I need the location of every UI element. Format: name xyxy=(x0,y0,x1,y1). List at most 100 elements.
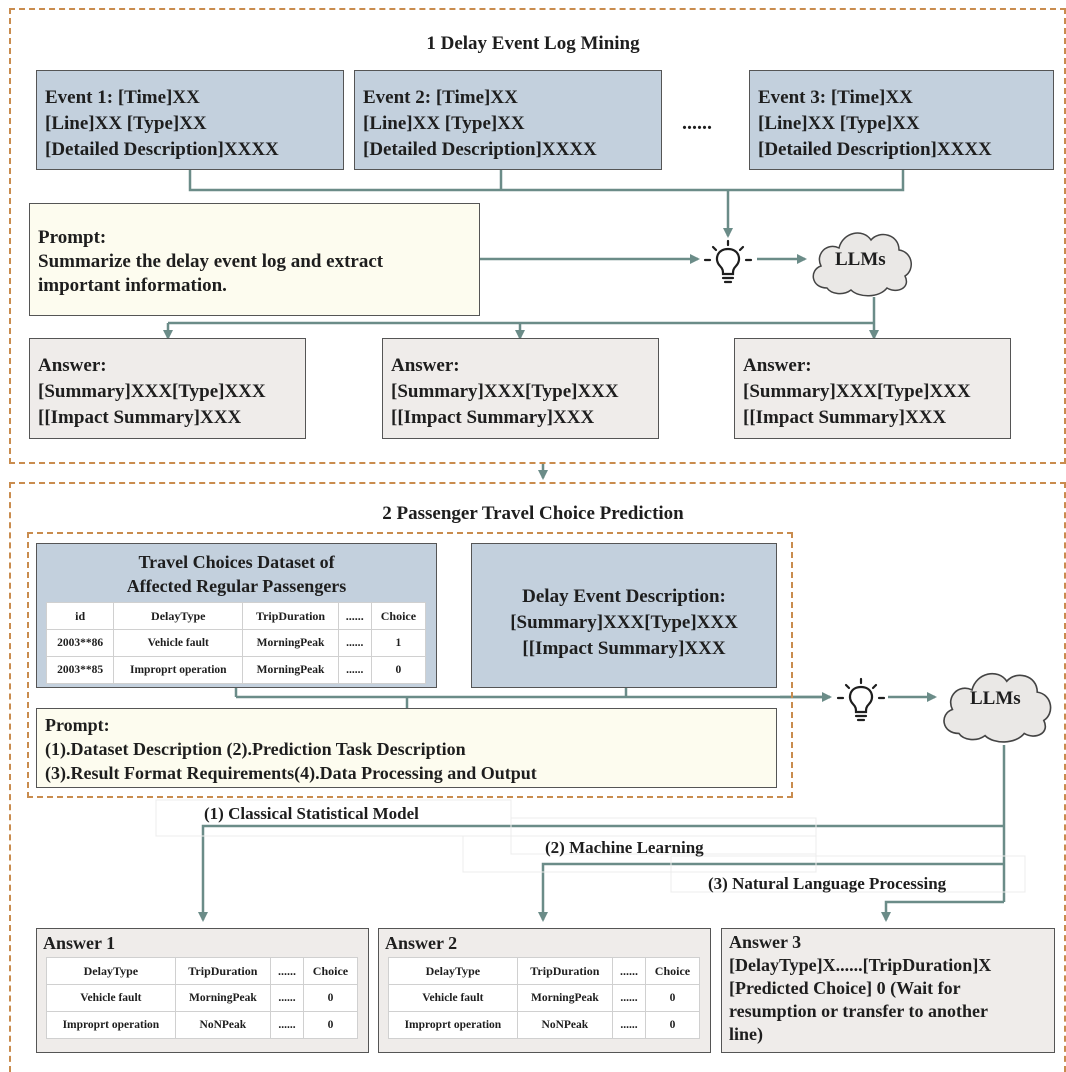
prompt-box-1: Prompt: Summarize the delay event log an… xyxy=(29,203,480,316)
event-box-2: Event 2: [Time]XX [Line]XX [Type]XX [Det… xyxy=(354,70,662,170)
table-row: 2003**86 Vehicle fault MorningPeak .....… xyxy=(45,629,427,657)
prompt1-label: Prompt: xyxy=(38,227,107,248)
event1-description: [Detailed Description]XXXX xyxy=(45,139,279,160)
cloud-icon xyxy=(943,672,1052,743)
table-header: DelayType xyxy=(388,957,518,985)
section2-title: 2 Passenger Travel Choice Prediction xyxy=(382,503,684,524)
table-cell: 0 xyxy=(644,984,701,1012)
answer2-header-row: DelayType TripDuration ...... Choice xyxy=(388,957,701,985)
event-bus-connector xyxy=(188,170,905,192)
table-cell: 1 xyxy=(370,629,427,657)
delay-description-box: Delay Event Description: [Summary]XXX[Ty… xyxy=(471,543,777,688)
table-header: TripDuration xyxy=(516,957,614,985)
route1-connector xyxy=(198,824,1004,922)
section2-border xyxy=(9,482,1066,1072)
route-label-2: (2) Machine Learning xyxy=(545,838,704,857)
table-header: DelayType xyxy=(46,957,176,985)
table-cell: MorningPeak xyxy=(174,984,272,1012)
dataset-header: DelayType xyxy=(113,602,244,630)
answer1-header-row: DelayType TripDuration ...... Choice xyxy=(46,957,359,985)
table-cell: Vehicle fault xyxy=(46,984,176,1012)
table-row: Improprt operation NoNPeak ...... 0 xyxy=(388,1011,701,1039)
answer2-table: DelayType TripDuration ...... Choice Veh… xyxy=(388,957,701,1039)
lightbulb-icon xyxy=(836,677,886,722)
dataset-header: TripDuration xyxy=(242,602,339,630)
event1-time: Event 1: [Time]XX xyxy=(45,87,200,108)
table-row: Improprt operation NoNPeak ...... 0 xyxy=(46,1011,359,1039)
table-cell: Vehicle fault xyxy=(113,629,244,657)
delay-desc-summary: [Summary]XXX[Type]XXX xyxy=(510,612,738,633)
dataset-table: id DelayType TripDuration ...... Choice … xyxy=(45,602,427,684)
answer3-line2: [Predicted Choice] 0 (Wait for xyxy=(729,978,961,998)
answer-box-2: Answer: [Summary]XXX[Type]XXX [[Impact S… xyxy=(382,338,659,439)
table-header: Choice xyxy=(644,957,701,985)
table-cell: ...... xyxy=(337,656,372,684)
table-cell: Vehicle fault xyxy=(388,984,518,1012)
answer3-impact: [[Impact Summary]XXX xyxy=(743,407,947,428)
table-cell: Improprt operation xyxy=(46,1011,176,1039)
event1-line-type: [Line]XX [Type]XX xyxy=(45,113,207,134)
prompt2-line2: (3).Result Format Requirements(4).Data P… xyxy=(45,763,537,783)
prompt2-line1: (1).Dataset Description (2).Prediction T… xyxy=(45,739,466,759)
answer3-line3: resumption or transfer to another xyxy=(729,1001,988,1021)
table-cell: 0 xyxy=(644,1011,701,1039)
route-label-3: (3) Natural Language Processing xyxy=(708,874,947,893)
route3-connector xyxy=(881,900,1004,922)
prompt-box-2: Prompt: (1).Dataset Description (2).Pred… xyxy=(36,708,777,788)
answer2-box: Answer 2 DelayType TripDuration ...... C… xyxy=(378,928,711,1053)
answer3-summary: [Summary]XXX[Type]XXX xyxy=(743,381,971,402)
table-row: 2003**85 Improprt operation MorningPeak … xyxy=(45,656,427,684)
llm-label-1: LLMs xyxy=(835,249,886,270)
table-cell: 2003**86 xyxy=(45,629,115,657)
event3-description: [Detailed Description]XXXX xyxy=(758,139,992,160)
event-box-1: Event 1: [Time]XX [Line]XX [Type]XX [Det… xyxy=(36,70,344,170)
lightbulb-icon xyxy=(703,239,753,284)
route-label-1: (1) Classical Statistical Model xyxy=(204,804,419,823)
dataset-header-row: id DelayType TripDuration ...... Choice xyxy=(45,602,427,630)
table-cell: ...... xyxy=(337,629,372,657)
events-ellipsis: ...... xyxy=(682,112,712,134)
prompt2-label: Prompt: xyxy=(45,715,110,735)
event3-time: Event 3: [Time]XX xyxy=(758,87,913,108)
event-box-3: Event 3: [Time]XX [Line]XX [Type]XX [Det… xyxy=(749,70,1054,170)
answer3-line1: [DelayType]X......[TripDuration]X xyxy=(729,955,992,975)
answer2-summary: [Summary]XXX[Type]XXX xyxy=(391,381,619,402)
answer1-summary: [Summary]XXX[Type]XXX xyxy=(38,381,266,402)
event2-description: [Detailed Description]XXXX xyxy=(363,139,597,160)
answer2-label: Answer: xyxy=(391,355,460,376)
section1-border xyxy=(9,8,1066,464)
table-cell: 0 xyxy=(370,656,427,684)
answer1-title: Answer 1 xyxy=(43,933,116,953)
table-cell: MorningPeak xyxy=(516,984,614,1012)
answer1-table: DelayType TripDuration ...... Choice Veh… xyxy=(46,957,359,1039)
table-cell: ...... xyxy=(612,1011,646,1039)
route2-connector xyxy=(538,862,1004,922)
table-cell: MorningPeak xyxy=(242,656,339,684)
table-cell: MorningPeak xyxy=(242,629,339,657)
prompt-group-border xyxy=(27,532,793,798)
table-cell: ...... xyxy=(612,984,646,1012)
delay-desc-impact: [[Impact Summary]XXX xyxy=(522,638,726,659)
dataset-header: Choice xyxy=(370,602,427,630)
table-cell: 0 xyxy=(302,984,359,1012)
answer3-line4: line) xyxy=(729,1024,763,1044)
answer-box-3: Answer: [Summary]XXX[Type]XXX [[Impact S… xyxy=(734,338,1011,439)
answer1-label: Answer: xyxy=(38,355,107,376)
table-header: ...... xyxy=(270,957,304,985)
table-cell: Improprt operation xyxy=(388,1011,518,1039)
table-cell: Improprt operation xyxy=(113,656,244,684)
table-cell: NoNPeak xyxy=(516,1011,614,1039)
answer3-label: Answer: xyxy=(743,355,812,376)
table-header: TripDuration xyxy=(174,957,272,985)
dataset-header: ...... xyxy=(337,602,372,630)
event3-line-type: [Line]XX [Type]XX xyxy=(758,113,920,134)
table-row: Vehicle fault MorningPeak ...... 0 xyxy=(46,984,359,1012)
delay-desc-title: Delay Event Description: xyxy=(522,586,726,607)
table-cell: 2003**85 xyxy=(45,656,115,684)
answer2-title: Answer 2 xyxy=(385,933,458,953)
table-row: Vehicle fault MorningPeak ...... 0 xyxy=(388,984,701,1012)
answer3-box: Answer 3 [DelayType]X......[TripDuration… xyxy=(721,928,1055,1053)
answer1-impact: [[Impact Summary]XXX xyxy=(38,407,242,428)
section1-title: 1 Delay Event Log Mining xyxy=(426,33,640,54)
